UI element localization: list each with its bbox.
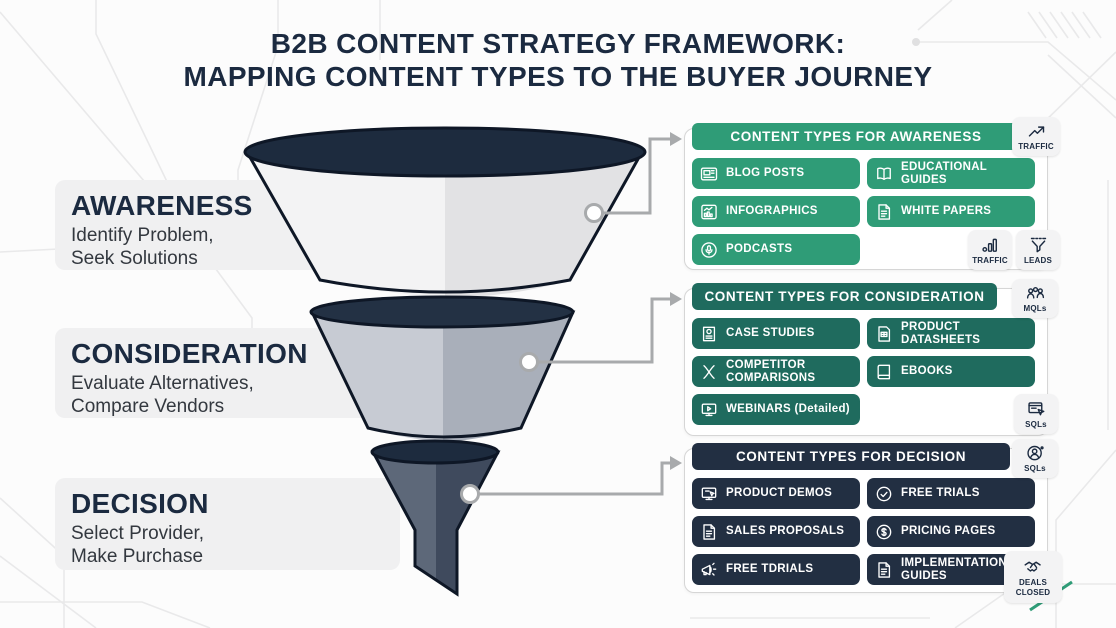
content-item-label: EBOOKS	[901, 365, 953, 378]
content-item-label: PODCASTS	[726, 243, 793, 256]
panel-grid: BLOG POSTS EDUCATIONAL GUIDES INFOGRAPHICS…	[692, 158, 1035, 265]
deals-closed-metric-badge: DEALS CLOSED	[1004, 551, 1062, 603]
content-item-ebooks: EBOOKS	[867, 356, 1035, 387]
megaphone-icon	[701, 562, 717, 576]
content-item-pricing-pages: PRICING PAGES	[867, 516, 1035, 547]
traffic-metric-badge: TRAFFIC	[968, 230, 1012, 270]
content-item-sales-proposals: SALES PROPOSALS	[692, 516, 860, 547]
content-item-label: SALES PROPOSALS	[726, 525, 845, 538]
webinar-icon	[701, 403, 717, 416]
mqls-metric-badge: MQLs	[1012, 279, 1058, 318]
panel-header-awareness: CONTENT TYPES FOR AWARENESS	[692, 123, 1020, 150]
case-study-icon	[702, 326, 716, 341]
leads-metric-badge: LEADS	[1016, 230, 1060, 270]
funnel-icon	[1030, 237, 1046, 253]
browser-click-icon	[1027, 402, 1044, 416]
stage-description: Evaluate Alternatives, Compare Vendors	[71, 373, 254, 418]
check-circle-icon	[876, 486, 892, 501]
page-title-line1: B2B CONTENT STRATEGY FRAMEWORK:	[270, 28, 846, 59]
content-item-label: BLOG POSTS	[726, 167, 805, 180]
metric-badge-label: LEADS	[1023, 255, 1053, 265]
metric-badge-label: DEALS CLOSED	[1015, 578, 1051, 597]
people-icon	[1026, 287, 1044, 299]
metric-badge-label: SQLs	[1024, 464, 1046, 474]
content-item-infographics: INFOGRAPHICS	[692, 196, 860, 227]
chart-icon	[701, 204, 717, 219]
panel-header-decision: CONTENT TYPES FOR DECISION	[692, 443, 1010, 470]
stage-name: AWARENESS	[71, 190, 253, 221]
handshake-icon	[1023, 561, 1041, 573]
panel-decision: CONTENT TYPES FOR DECISION PRODUCT DEMOS…	[684, 439, 1064, 603]
stage-description: Identify Problem, Seek Solutions	[71, 225, 214, 270]
content-item-label: FREE TRIALS	[901, 487, 980, 500]
sqls-metric-badge: SQLs	[1014, 394, 1058, 434]
content-item-label: WHITE PAPERS	[901, 205, 992, 218]
document-icon	[878, 203, 891, 220]
metric-badge-label: SQLs	[1025, 419, 1047, 429]
stage-label-awareness: AWARENESS Identify Problem, Seek Solutio…	[55, 180, 325, 270]
content-item-webinars-detailed: WEBINARS (Detailed)	[692, 394, 860, 425]
traffic-metric-badge: TRAFFIC	[1012, 117, 1060, 156]
content-item-label: PRICING PAGES	[901, 525, 996, 538]
content-item-product-datasheets: PRODUCT DATASHEETS	[867, 318, 1035, 349]
panel-awareness: CONTENT TYPES FOR AWARENESS BLOG POSTS ED…	[684, 117, 1064, 270]
stage-name: CONSIDERATION	[71, 338, 308, 369]
content-item-label: COMPETITOR COMPARISONS	[726, 359, 816, 384]
book-icon	[877, 364, 891, 379]
content-item-product-demos: PRODUCT DEMOS	[692, 478, 860, 509]
document-icon	[703, 523, 716, 540]
content-item-label: FREE TDRIALS	[726, 563, 814, 576]
trend-up-icon	[1028, 126, 1044, 137]
datasheet-icon	[878, 325, 891, 342]
content-item-label: INFOGRAPHICS	[726, 205, 818, 218]
content-item-label: WEBINARS (Detailed)	[726, 403, 850, 416]
stage-label-consideration: CONSIDERATION Evaluate Alternatives, Com…	[55, 328, 415, 418]
content-item-label: CASE STUDIES	[726, 327, 815, 340]
content-item-competitor-comparisons: COMPETITOR COMPARISONS	[692, 356, 860, 387]
page-title-line2: MAPPING CONTENT TYPES TO THE BUYER JOURN…	[183, 61, 933, 93]
person-circle-icon	[1026, 446, 1044, 461]
content-item-case-studies: CASE STUDIES	[692, 318, 860, 349]
content-item-blog-posts: BLOG POSTS	[692, 158, 860, 189]
blog-icon	[700, 167, 718, 180]
dollar-circle-icon	[876, 524, 892, 539]
content-item-label: PRODUCT DATASHEETS	[901, 321, 981, 346]
content-item-white-papers: WHITE PAPERS	[867, 196, 1035, 227]
content-item-free-tdrials: FREE TDRIALS	[692, 554, 860, 585]
microphone-icon	[701, 241, 717, 258]
demo-icon	[701, 487, 717, 500]
sqls-metric-badge: SQLs	[1012, 439, 1058, 478]
panel-header-consideration: CONTENT TYPES FOR CONSIDERATION	[692, 283, 997, 310]
stage-label-decision: DECISION Select Provider, Make Purchase	[55, 478, 400, 570]
metric-badge-label: MQLs	[1023, 304, 1047, 314]
stage-description: Select Provider, Make Purchase	[71, 523, 205, 568]
content-item-educational-guides: EDUCATIONAL GUIDES	[867, 158, 1035, 189]
content-item-label: IMPLEMENTATION GUIDES	[901, 557, 1007, 582]
content-item-label: EDUCATIONAL GUIDES	[901, 161, 987, 186]
stage-name: DECISION	[71, 488, 209, 519]
open-book-icon	[877, 166, 891, 180]
guide-icon	[878, 561, 891, 578]
page-title: B2B CONTENT STRATEGY FRAMEWORK: MAPPING …	[0, 27, 1116, 93]
panel-consideration: CONTENT TYPES FOR CONSIDERATION CASE STU…	[684, 279, 1064, 436]
metric-badge-label: TRAFFIC	[1018, 142, 1054, 152]
panel-grid: CASE STUDIES PRODUCT DATASHEETS COMPETITOR…	[692, 318, 1035, 425]
panel-grid: PRODUCT DEMOS FREE TRIALS SALES PROPOSALS P…	[692, 478, 1035, 585]
bar-chart-icon	[981, 238, 997, 252]
content-item-podcasts: PODCASTS	[692, 234, 860, 265]
compare-icon	[703, 364, 715, 379]
content-item-label: PRODUCT DEMOS	[726, 487, 833, 500]
metric-badge-label: TRAFFIC	[972, 255, 1008, 265]
content-item-free-trials: FREE TRIALS	[867, 478, 1035, 509]
